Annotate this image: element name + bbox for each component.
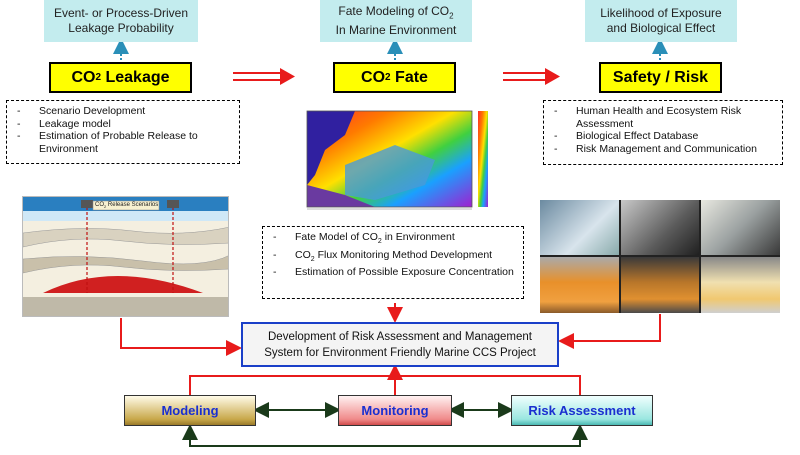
top-box-3-line2: and Biological Effect [606, 21, 716, 35]
photo-1 [540, 200, 619, 255]
top-box-2-line1: Fate Modeling of CO [338, 3, 450, 18]
leakage-item: Leakage model [13, 118, 233, 131]
fate-item-1-sub: 2 [377, 238, 382, 246]
fate-item: CO2 Flux Monitoring Method Development [269, 249, 517, 267]
photo-2 [621, 200, 699, 255]
green-bottom-loop [182, 424, 588, 447]
safety-risk-label: Safety / Risk [612, 68, 709, 86]
co2-leakage-pre: CO [71, 68, 96, 86]
monitoring-label: Monitoring [361, 403, 429, 418]
photo-5 [621, 257, 699, 313]
development-line2: System for Environment Friendly Marine C… [264, 346, 536, 359]
co2-fate-pre: CO [361, 68, 386, 86]
risk-assessment-label: Risk Assessment [528, 403, 636, 418]
leakage-scenario-schematic: CO2 Release Scenarios [22, 196, 229, 317]
leakage-list: Scenario Development Leakage model Estim… [6, 100, 240, 164]
fate-modeling-box: Fate Modeling of CO2 In Marine Environme… [320, 0, 472, 42]
schematic-title-sub: 2 [104, 204, 107, 210]
risk-assessment-box: Risk Assessment [511, 395, 653, 426]
top-box-3-line1: Likelihood of Exposure [600, 6, 722, 20]
co2-fate-post: Fate [390, 68, 428, 86]
left-connector [120, 318, 242, 356]
development-system-box: Development of Risk Assessment and Manag… [241, 322, 559, 367]
fate-item-2-pre: CO [295, 248, 311, 261]
double-arrow-2 [503, 68, 560, 85]
schematic-title: CO2 Release Scenarios [95, 202, 158, 209]
fate-item-2-post: Flux Monitoring Method Development [314, 248, 493, 261]
fate-item: Estimation of Possible Exposure Concentr… [269, 266, 517, 279]
photo-6 [701, 257, 780, 313]
biological-effect-photos [540, 200, 780, 313]
exposure-likelihood-box: Likelihood of Exposure and Biological Ef… [585, 0, 737, 42]
right-connector [558, 314, 661, 349]
fate-item: Fate Model of CO2 in Environment [269, 231, 517, 249]
top-box-2-line2: In Marine Environment [335, 23, 457, 38]
risk-item: Biological Effect Database [550, 130, 776, 143]
risk-item: Risk Management and Communication [550, 143, 776, 156]
leakage-item: Scenario Development [13, 105, 233, 118]
top-box-1-line2: Leakage Probability [68, 21, 174, 35]
fate-list: Fate Model of CO2 in Environment CO2 Flu… [262, 226, 524, 299]
leakage-item: Estimation of Probable Release to Enviro… [13, 130, 233, 155]
risk-list: Human Health and Ecosystem Risk Assessme… [543, 100, 783, 165]
leakage-probability-box: Event- or Process-Driven Leakage Probabi… [44, 0, 198, 42]
risk-item: Human Health and Ecosystem Risk Assessme… [550, 105, 776, 130]
photo-3 [701, 200, 780, 255]
modeling-label: Modeling [161, 403, 219, 418]
schematic-graphic [23, 197, 228, 316]
risk-to-dev [395, 375, 581, 395]
photo-4 [540, 257, 619, 313]
co2-fate-sub: 2 [385, 72, 391, 83]
modeling-box: Modeling [124, 395, 256, 426]
schematic-title-post: Release Scenarios [106, 202, 159, 208]
fate-item-1-post: in Environment [381, 231, 455, 243]
top-box-2-sub: 2 [449, 11, 454, 21]
development-line1: Development of Risk Assessment and Manag… [268, 330, 532, 343]
fate-item-2-sub: 2 [310, 255, 315, 263]
fate-item-1-pre: Fate Model of CO [295, 231, 378, 243]
monitoring-box: Monitoring [338, 395, 452, 426]
fate-contour-map [285, 105, 500, 217]
co2-leakage-post: Leakage [101, 68, 170, 86]
contour-map-graphic [306, 110, 488, 210]
co2-leakage-sub: 2 [95, 72, 102, 83]
schematic-title-pre: CO [95, 202, 104, 208]
top-box-1-line1: Event- or Process-Driven [53, 6, 189, 20]
safety-risk-box: Safety / Risk [599, 62, 722, 93]
double-arrow-1 [233, 68, 295, 85]
modeling-to-dev [189, 375, 395, 395]
